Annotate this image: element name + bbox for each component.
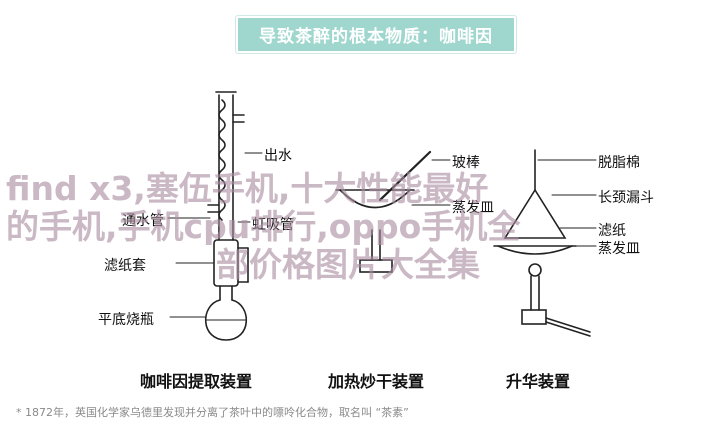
funnel-icon	[493, 149, 577, 255]
label-flask: 平底烧瓶	[98, 312, 154, 328]
evaporating-dish-icon	[335, 189, 415, 209]
title-banner: 导致茶醉的根本物质：咖啡因	[236, 16, 516, 53]
label-long-funnel: 长颈漏斗	[598, 190, 654, 206]
label-degreased-cotton: 脱脂棉	[598, 155, 640, 171]
label-evaporating-dish: 蒸发皿	[452, 200, 494, 216]
condenser-icon	[207, 91, 245, 241]
label-glass-rod: 玻棒	[452, 155, 480, 171]
caption-sublimation: 升华装置	[506, 372, 571, 391]
label-evaporating-dish-2: 蒸发皿	[598, 241, 640, 257]
sublimation-burner-icon	[521, 263, 591, 337]
label-inlet-water: 通水管	[122, 213, 164, 229]
caption-extraction: 咖啡因提取装置	[140, 372, 253, 391]
burner-icon	[359, 229, 393, 273]
label-siphon-tube: 虹吸管	[252, 217, 294, 233]
label-filter-paper: 滤纸	[598, 223, 626, 239]
extractor-icon	[213, 239, 249, 287]
footnote: * 1872年，英国化学家乌德里发现并分离了茶叶中的嘌呤化合物，取名叫 “茶素”	[16, 406, 409, 419]
flask-icon	[204, 285, 248, 341]
label-outlet-water: 出水	[264, 148, 292, 164]
caption-heating: 加热炒干装置	[328, 372, 425, 391]
label-filter-sleeve: 滤纸套	[104, 258, 146, 274]
glass-rod-icon	[378, 150, 432, 202]
